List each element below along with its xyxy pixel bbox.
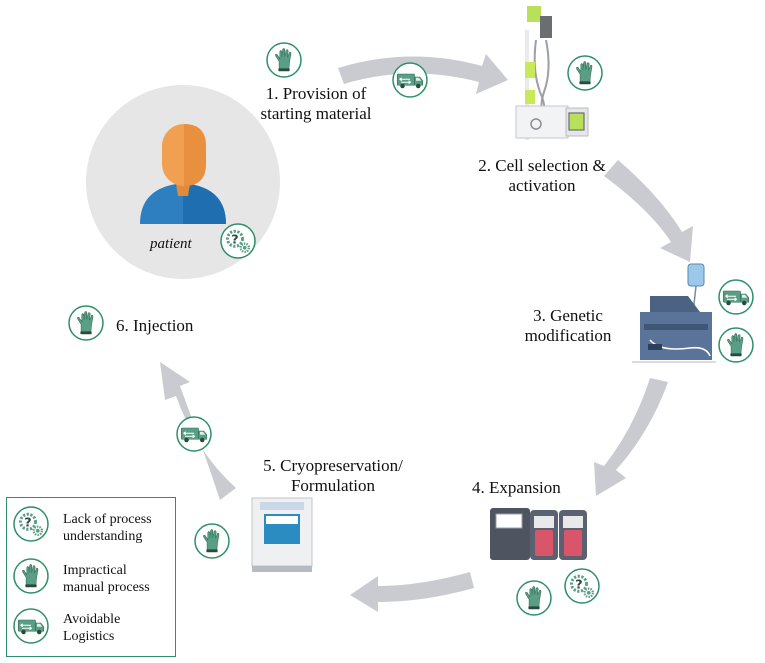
legend: Lack of process understanding Impractica… <box>6 497 176 657</box>
patient-gears-badge <box>220 223 256 259</box>
legend-icons <box>13 506 49 644</box>
step1-label: 1. Provision of starting material <box>260 84 372 123</box>
patient-group <box>86 85 280 279</box>
step3-glove-badge <box>718 327 754 363</box>
arrow-step3-to-step4 <box>594 378 668 496</box>
arrow-step2-to-step3 <box>604 160 693 262</box>
step1-glove-badge <box>266 42 302 78</box>
cell-selection-device <box>515 6 589 140</box>
arrow-step1-to-step2 <box>338 54 508 94</box>
cryopreservation-device <box>251 497 313 572</box>
arrow-step4-to-step5 <box>350 572 474 612</box>
step5-glove-badge <box>194 523 230 559</box>
patient-icon <box>140 124 226 224</box>
legend-manual-label: Impractical manual process <box>63 563 150 595</box>
step4-label: 4. Expansion <box>472 478 561 497</box>
patient-label: patient <box>150 236 192 252</box>
step1-truck-badge <box>392 62 428 98</box>
legend-logistics-label: Avoidable Logistics <box>63 612 121 644</box>
step5-label: 5. Cryopreservation/ Formulation <box>263 456 403 495</box>
arrow-step5-to-step6 <box>160 362 236 500</box>
step2-label: 2. Cell selection & activation <box>478 156 606 195</box>
step6-truck-badge <box>176 416 212 452</box>
step6-glove-badge <box>68 305 104 341</box>
legend-process-label: Lack of process understanding <box>63 512 152 544</box>
step3-label: 3. Genetic modification <box>524 306 612 345</box>
step4-gears-badge <box>564 568 600 604</box>
step4-glove-badge <box>516 580 552 616</box>
expansion-device <box>490 508 587 560</box>
genetic-modification-device <box>632 263 716 363</box>
step6-label: 6. Injection <box>116 316 194 335</box>
step2-glove-badge <box>567 55 603 91</box>
step3-truck-badge <box>718 279 754 315</box>
cycle-arrows <box>160 54 693 612</box>
